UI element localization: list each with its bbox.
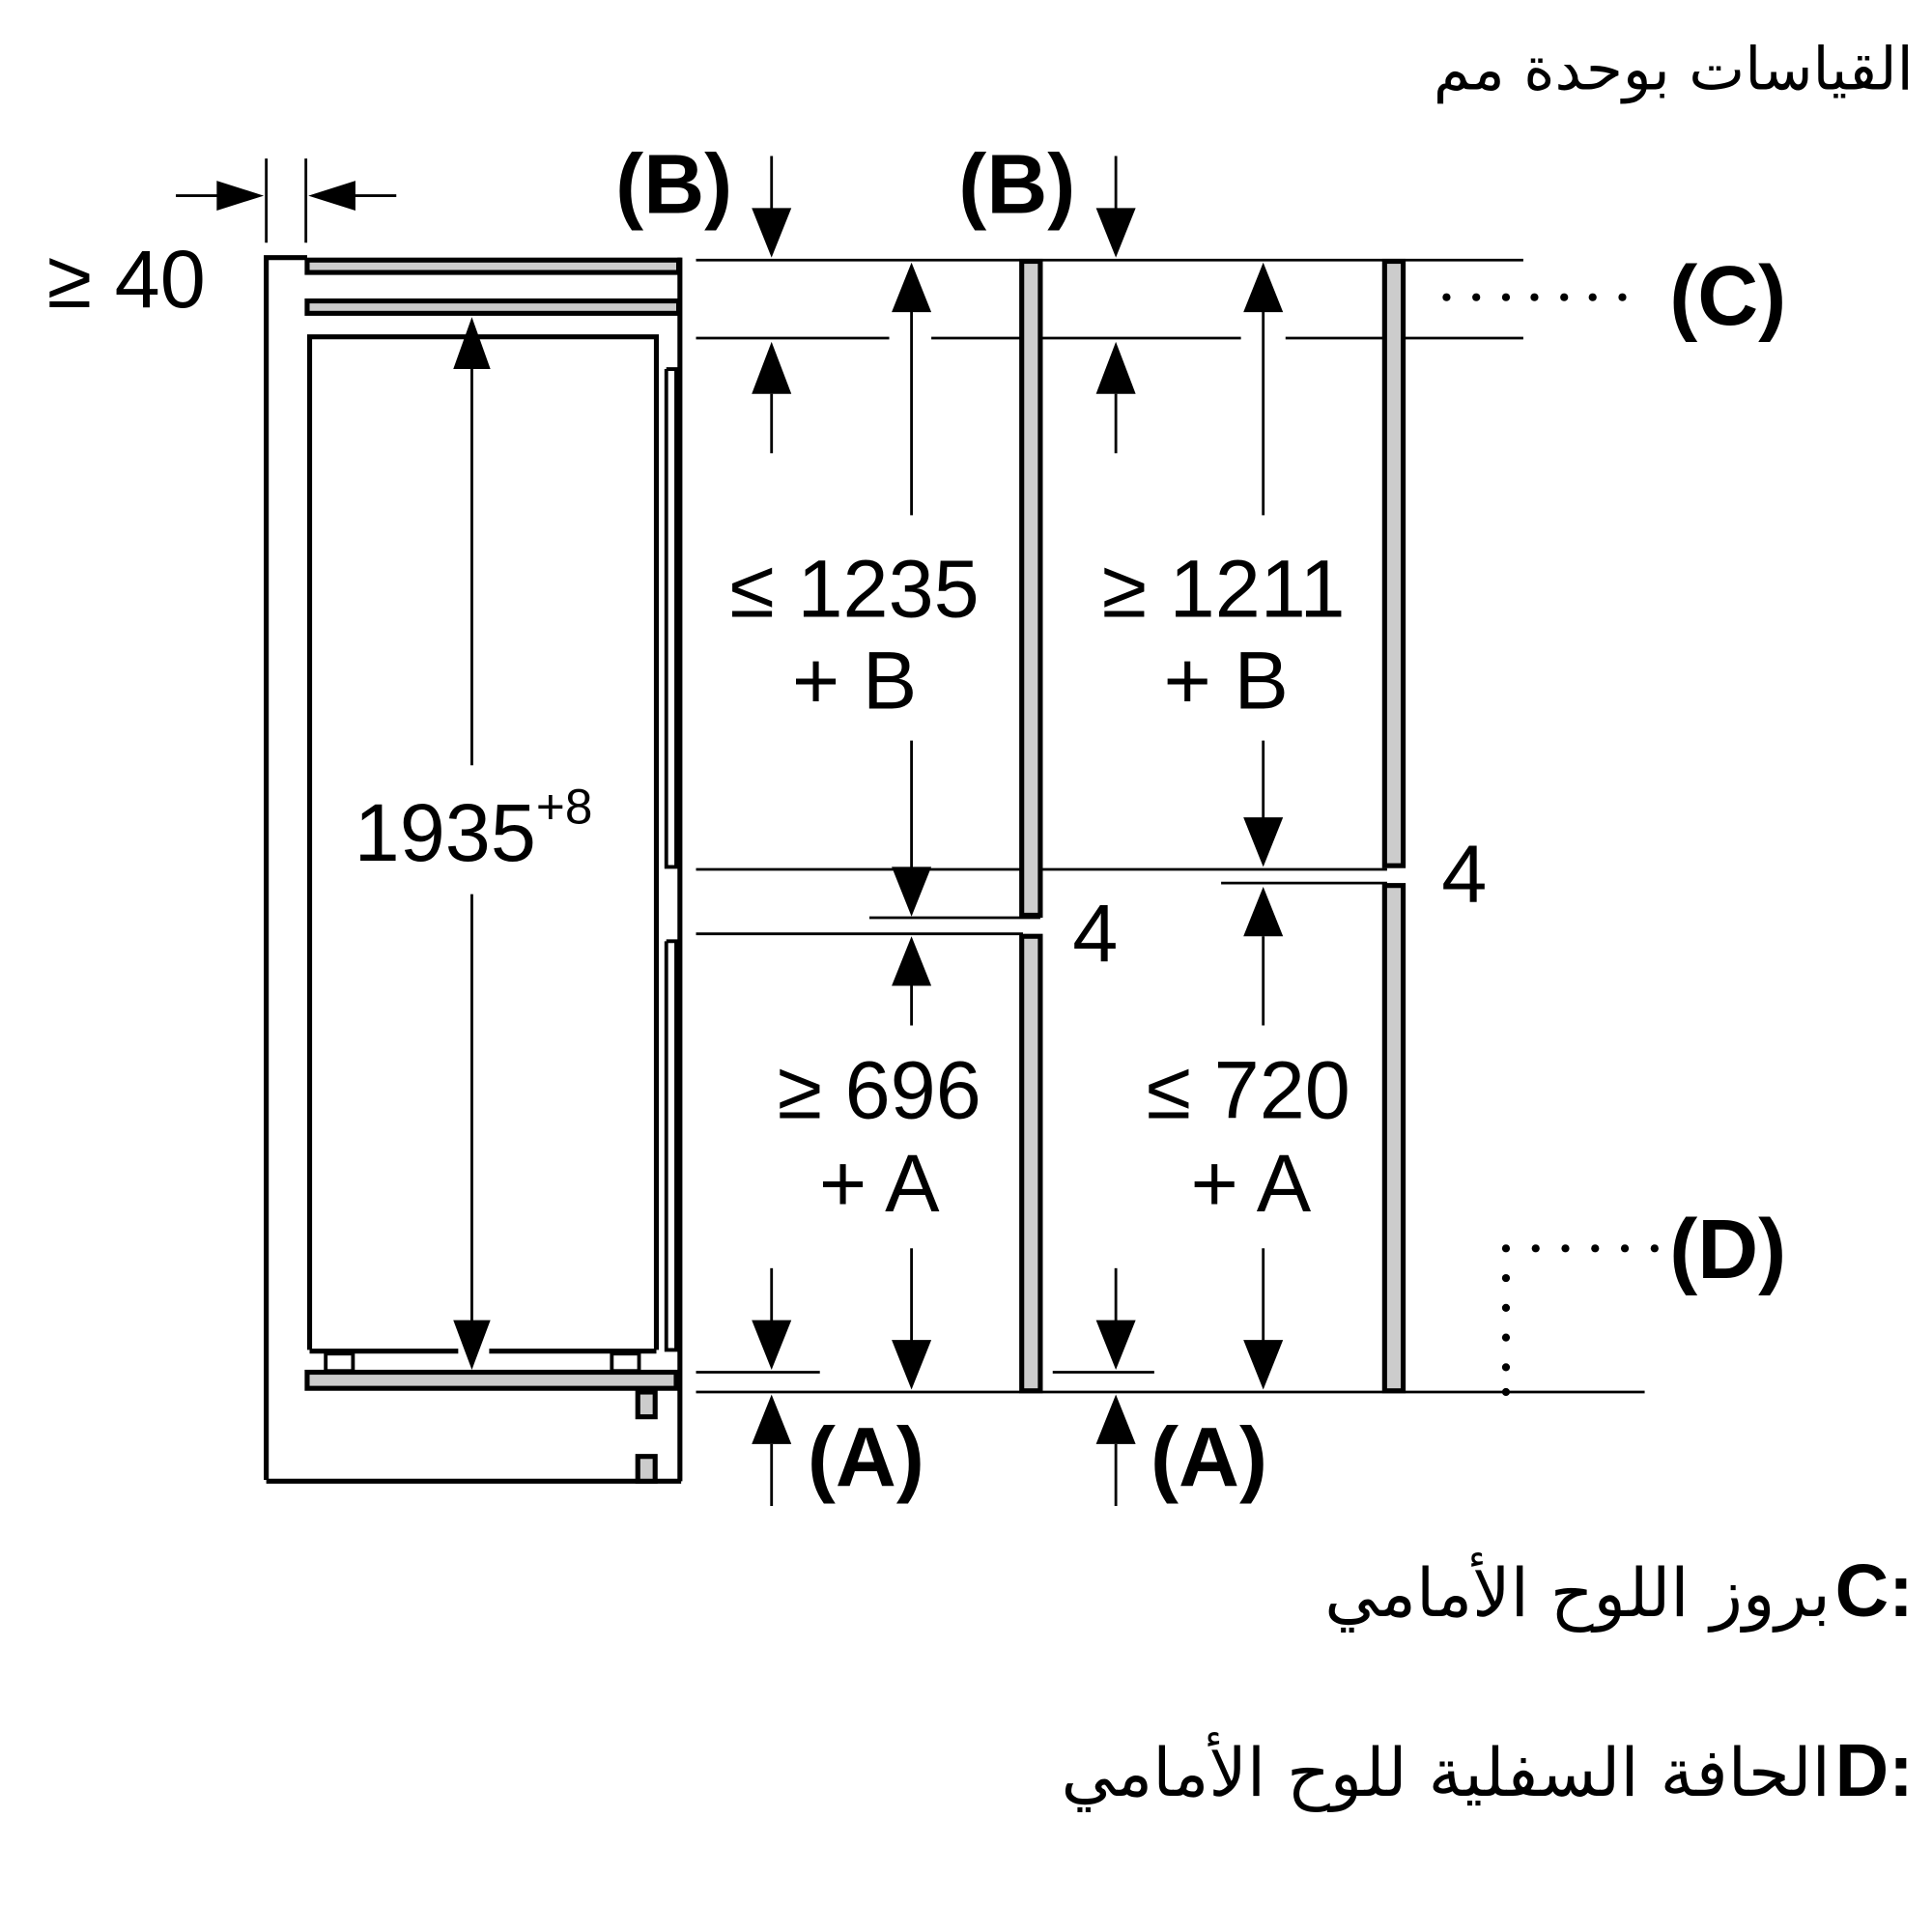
marker-a-right: (A) xyxy=(1151,1410,1267,1504)
arrow-up-icon xyxy=(1243,886,1284,937)
arrow-down-icon xyxy=(892,867,932,917)
right-upper-dimension: ≥ 1211 xyxy=(1102,542,1346,634)
legend: C: بروز اللوح الأمامي D: الحافة السفلية … xyxy=(1061,1549,1913,1812)
right-gap-label: 4 xyxy=(1441,827,1487,919)
left-gap-label: 4 xyxy=(1072,887,1118,979)
marker-c: (C) xyxy=(1669,249,1786,343)
left-upper-panel xyxy=(1019,258,1043,918)
legend-key: C: xyxy=(1835,1549,1914,1633)
left-lower-dimension: ≥ 696 xyxy=(778,1044,981,1136)
arrow-up-icon xyxy=(1095,1394,1136,1444)
arrow-up-icon xyxy=(752,341,792,394)
arrow-down-icon xyxy=(752,208,792,258)
d-marker: (D) xyxy=(1501,1203,1786,1397)
side-gap-label: ≥ 40 xyxy=(47,233,206,325)
arrow-left-icon xyxy=(308,181,355,211)
arrow-up-icon xyxy=(1243,262,1284,313)
arrow-down-icon xyxy=(892,1340,932,1390)
left-upper-suffix: + B xyxy=(792,634,917,725)
arrow-down-icon xyxy=(1243,817,1284,867)
arrow-down-icon xyxy=(1243,1340,1284,1390)
left-lower-panel xyxy=(1019,933,1043,1394)
marker-a-left: (A) xyxy=(808,1410,924,1504)
units-note: القياسات بوحدة مم xyxy=(1434,34,1914,103)
appliance-height-label: 1935+8 xyxy=(355,780,593,878)
right-lower-suffix: + A xyxy=(1191,1137,1312,1229)
legend-item-c: C: بروز اللوح الأمامي xyxy=(1324,1549,1914,1633)
legend-text: الحافة السفلية للوح الأمامي xyxy=(1061,1731,1830,1812)
marker-d: (D) xyxy=(1669,1203,1786,1296)
right-upper-panel xyxy=(1381,258,1406,868)
arrow-right-icon xyxy=(216,181,265,211)
legend-key: D: xyxy=(1835,1729,1914,1812)
left-upper-dimension: ≤ 1235 xyxy=(730,542,980,634)
right-column-dimensions: (B) ≥ 1211 + B 4 ≤ 720 + A (A) xyxy=(958,138,1487,1506)
arrow-up-icon xyxy=(892,936,932,986)
arrow-up-icon xyxy=(892,262,932,313)
side-gap-dimension: ≥ 40 xyxy=(47,158,397,325)
c-marker: (C) xyxy=(1442,249,1786,343)
reference-lines xyxy=(696,258,1645,1394)
arrow-up-icon xyxy=(1095,341,1136,394)
right-lower-panel xyxy=(1381,883,1406,1394)
marker-b-left: (B) xyxy=(615,138,732,232)
legend-item-d: D: الحافة السفلية للوح الأمامي xyxy=(1061,1729,1913,1812)
appliance-side-view: 1935+8 xyxy=(264,255,683,1484)
marker-b-right: (B) xyxy=(958,138,1075,232)
arrow-down-icon xyxy=(752,1320,792,1370)
right-lower-dimension: ≤ 720 xyxy=(1147,1044,1350,1136)
arrow-up-icon xyxy=(752,1394,792,1444)
right-upper-suffix: + B xyxy=(1164,634,1289,725)
arrow-up-icon xyxy=(453,317,491,370)
arrow-down-icon xyxy=(1095,208,1136,258)
arrow-down-icon xyxy=(453,1320,491,1370)
door-panels xyxy=(1019,258,1406,1394)
left-column-dimensions: (B) ≤ 1235 + B 4 ≥ 696 + A (A) xyxy=(615,138,1118,1506)
legend-text: بروز اللوح الأمامي xyxy=(1324,1551,1831,1633)
left-lower-suffix: + A xyxy=(819,1137,940,1229)
arrow-down-icon xyxy=(1095,1320,1136,1370)
